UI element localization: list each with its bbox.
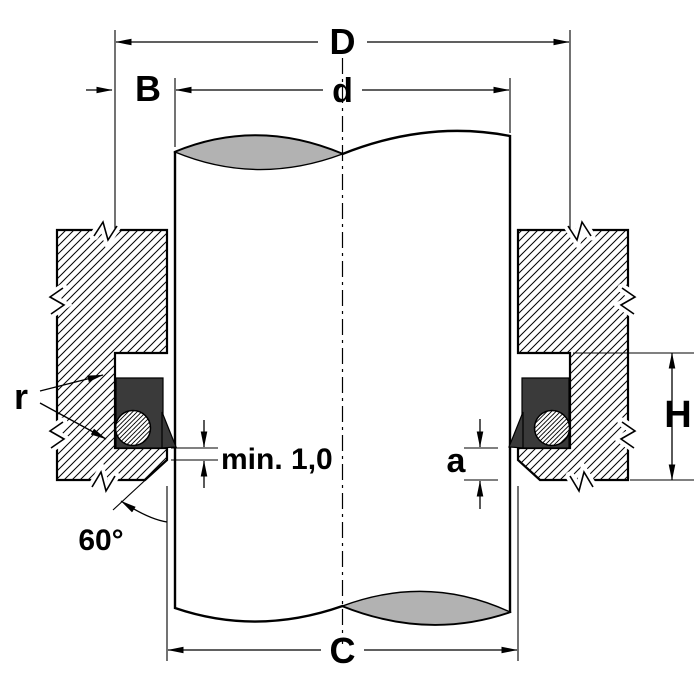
dim-label-a: a (447, 442, 467, 480)
chamfer-angle-label: 60° (78, 524, 123, 557)
dim-label-B: B (135, 68, 161, 109)
break-marks (41, 211, 644, 503)
chamfer-angle-arc (120, 500, 168, 523)
dimension-lines (39, 38, 676, 654)
dim-label-r: r (14, 376, 28, 417)
o-ring-left-hatch (115, 410, 151, 446)
dim-label-d: d (332, 72, 353, 110)
seal-left-lip (161, 411, 177, 449)
o-ring-right-hatch (534, 410, 570, 446)
dim-label-H: H (664, 394, 691, 436)
shaft-bottom-break-shading (340, 590, 512, 626)
seal-right (508, 377, 571, 449)
dim-label-C: C (330, 630, 356, 671)
seal-right-lip (508, 411, 524, 449)
radius-leader-bottom (39, 402, 107, 440)
radius-leader-top (39, 374, 104, 392)
dim-label-D: D (330, 21, 356, 62)
min-clearance-label: min. 1,0 (221, 443, 333, 476)
seal-left (114, 377, 177, 449)
